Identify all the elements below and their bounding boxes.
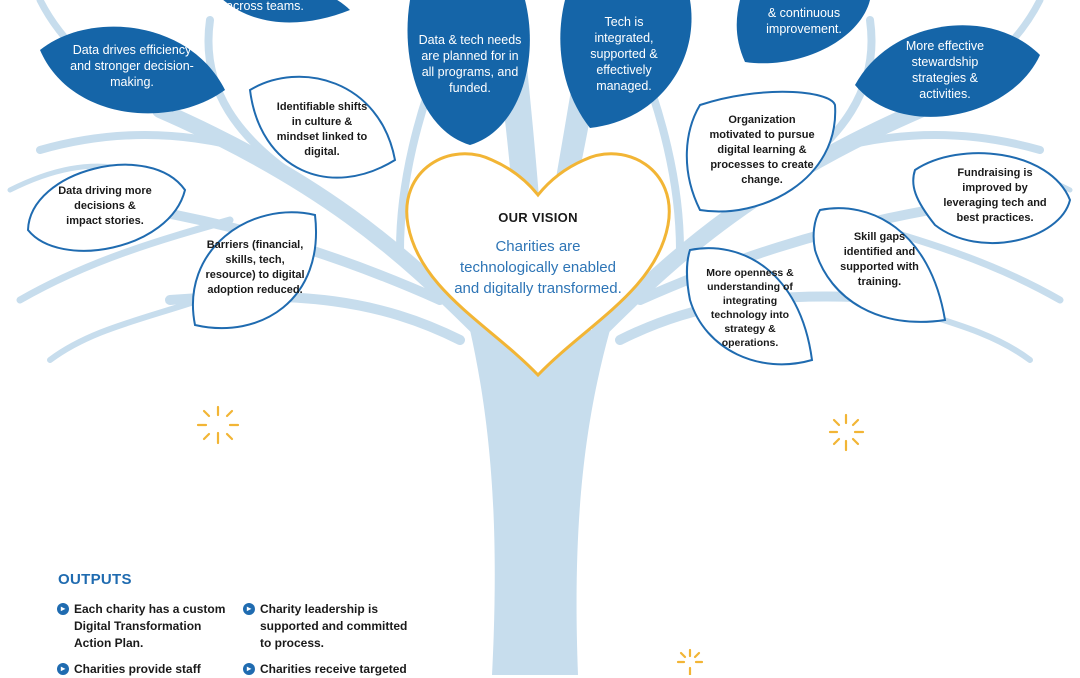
chevron-right-icon: ▸ xyxy=(57,663,69,675)
leaf-text-culture-shifts: Identifiable shifts in culture & mindset… xyxy=(276,101,368,158)
leaf-skill-gaps xyxy=(812,207,947,323)
leaf-text-skill-gaps: Skill gaps identified and supported with… xyxy=(840,231,919,288)
leaf-text-data-driving: Data driving more decisions & impact sto… xyxy=(58,184,152,227)
output-item-text: Charities provide staff xyxy=(74,662,201,676)
leaf-text-fundraising: Fundraising is improved by leveraging te… xyxy=(943,167,1047,224)
leaf-continuous-improvement xyxy=(736,0,870,64)
leaf-text-across-teams: across teams. xyxy=(226,0,304,13)
leaf-organization-motivated xyxy=(685,90,837,213)
leaf-text-data-drives: Data drives efficiency and stronger deci… xyxy=(70,43,194,89)
output-item-targeted: ▸ Charities receive targeted xyxy=(243,661,420,678)
dark-leaves xyxy=(40,0,1040,145)
leaf-culture-shifts xyxy=(248,75,397,179)
leaf-data-drives xyxy=(40,26,225,114)
output-item-leadership: ▸ Charity leadership is supported and co… xyxy=(243,601,410,652)
leaf-text-tech-integrated: Tech is integrated, supported & effectiv… xyxy=(590,15,658,93)
leaf-barriers xyxy=(192,211,318,330)
leaf-data-driving xyxy=(26,163,187,252)
leaf-tech-integrated xyxy=(560,0,692,128)
leaf-openness xyxy=(686,247,814,366)
vision-title: OUR VISION xyxy=(498,210,578,225)
leaf-text-organization-motivated: Organization motivated to pursue digital… xyxy=(709,113,815,186)
leaf-fundraising xyxy=(912,152,1072,245)
vision-statement: Charities are technologically enabled an… xyxy=(454,238,622,297)
vision-heart xyxy=(405,152,671,378)
leaf-text-continuous-improvement: & continuous improvement. xyxy=(766,6,842,36)
output-item-action-plan: ▸ Each charity has a custom Digital Tran… xyxy=(57,601,234,652)
chevron-right-icon: ▸ xyxy=(57,603,69,615)
output-item-text: Charity leadership is supported and comm… xyxy=(260,602,408,650)
leaf-text-barriers: Barriers (financial, skills, tech, resou… xyxy=(205,239,305,296)
sparkle-bottom xyxy=(676,648,704,675)
light-leaves xyxy=(26,75,1072,366)
sparkle-left xyxy=(196,405,240,445)
leaf-across-teams xyxy=(223,0,350,23)
leaf-text-data-tech-needs: Data & tech needs are planned for in all… xyxy=(418,33,522,95)
chevron-right-icon: ▸ xyxy=(243,603,255,615)
output-item-text: Each charity has a custom Digital Transf… xyxy=(74,602,226,650)
sparkle-right xyxy=(828,413,865,452)
leaf-text-stewardship: More effective stewardship strategies & … xyxy=(905,39,985,101)
output-item-staff: ▸ Charities provide staff xyxy=(57,661,234,678)
chevron-right-icon: ▸ xyxy=(243,663,255,675)
leaf-text-openness: More openness & understanding of integra… xyxy=(706,267,794,349)
leaf-data-tech-needs xyxy=(407,0,530,145)
leaf-stewardship xyxy=(855,25,1040,117)
output-item-text: Charities receive targeted xyxy=(260,662,407,676)
outputs-title: OUTPUTS xyxy=(58,571,132,588)
